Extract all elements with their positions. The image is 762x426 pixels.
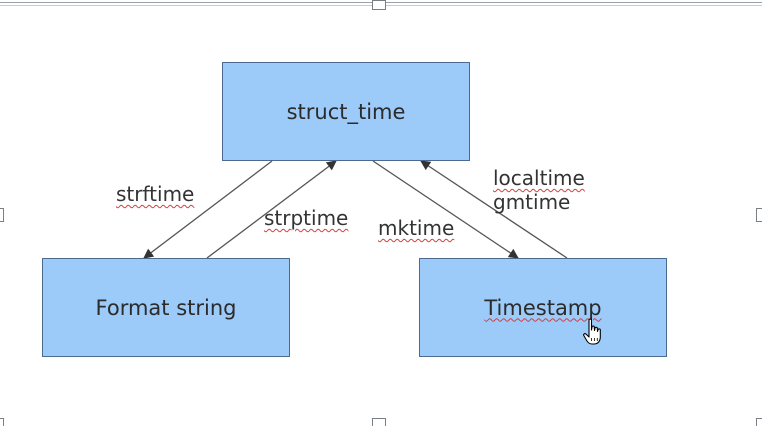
resize-handle-right[interactable] xyxy=(756,208,762,222)
node-timestamp-label: Timestamp xyxy=(484,295,602,320)
resize-handle-top[interactable] xyxy=(372,0,386,10)
node-format-string[interactable]: Format string xyxy=(42,258,290,357)
node-timestamp[interactable]: Timestamp xyxy=(419,258,667,357)
node-struct-time-label: struct_time xyxy=(286,99,406,124)
edge-label-strptime: strptime xyxy=(264,206,349,230)
resize-handle-bottom-right[interactable] xyxy=(756,418,762,426)
hand-pointer-icon xyxy=(583,318,601,345)
edge-label-strftime: strftime xyxy=(116,182,195,206)
edge-label-localtime: localtime xyxy=(493,166,585,190)
edge-label-mktime: mktime xyxy=(378,216,455,240)
edge-label-gmtime: gmtime xyxy=(493,190,571,214)
node-format-string-label: Format string xyxy=(95,295,237,320)
arrow-strftime xyxy=(143,160,273,259)
resize-handle-bottom[interactable] xyxy=(372,418,386,426)
resize-handle-bottom-left[interactable] xyxy=(0,418,4,426)
node-struct-time[interactable]: struct_time xyxy=(222,62,470,161)
resize-handle-left[interactable] xyxy=(0,208,4,222)
